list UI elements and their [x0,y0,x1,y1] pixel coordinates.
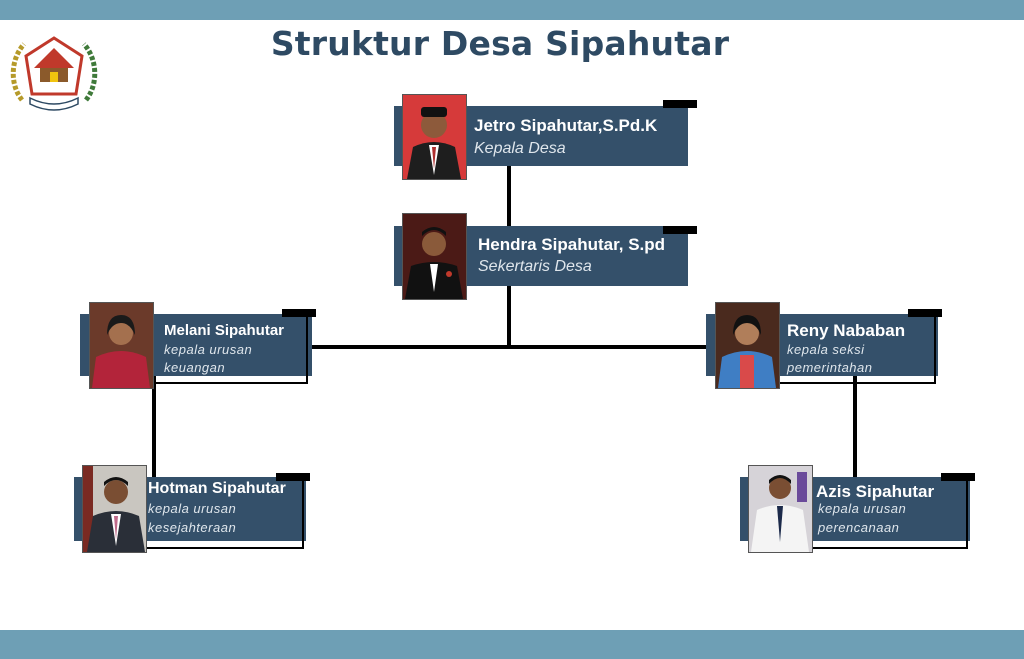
member-role-line1: kepala urusan [164,342,253,357]
member-card-kepala-urusan-keuangan[interactable]: Melani Sipahutar kepala urusan keuangan [80,302,320,390]
member-name: Hotman Sipahutar [148,480,286,497]
connector-right-down [853,376,857,479]
member-role-line2: perencanaan [818,520,900,535]
member-card-kepala-desa[interactable]: Jetro Sipahutar,S.Pd.K Kepala Desa [394,94,700,180]
member-card-kepala-urusan-perencanaan[interactable]: Azis Sipahutar kepala urusan perencanaan [740,465,980,555]
photo-kepala-urusan-keuangan [89,302,154,389]
regency-emblem-icon [8,30,100,114]
photo-kepala-urusan-perencanaan [748,465,813,553]
member-name: Azis Sipahutar [816,482,935,501]
connector-horizontal [312,345,712,349]
connector-kepala-sekretaris [507,166,511,228]
member-name: Reny Nababan [787,321,906,340]
page-title: Struktur Desa Sipahutar [270,24,730,63]
member-role-line1: kepala urusan [818,501,907,516]
member-role-line2: keuangan [164,360,226,375]
member-role-line1: kepala urusan [148,501,237,516]
member-name: Hendra Sipahutar, S.pd [478,235,666,254]
member-role-line2: kesejahteraan [148,520,237,535]
photo-kepala-desa [402,94,467,180]
top-band [0,0,1024,20]
bottom-band [0,630,1024,659]
photo-kepala-urusan-kesejahteraan [82,465,147,553]
connector-left-down [152,376,156,479]
member-name: Melani Sipahutar [164,322,285,339]
photo-kepala-seksi-pemerintahan [715,302,780,389]
member-role-line2: pemerintahan [787,360,873,375]
member-role-line1: kepala seksi [787,342,865,357]
member-name: Jetro Sipahutar,S.Pd.K [474,116,658,135]
member-card-kepala-seksi-pemerintahan[interactable]: Reny Nababan kepala seksi pemerintahan [706,302,946,390]
connector-sekretaris-down [507,286,511,349]
member-role: Sekertaris Desa [478,258,592,275]
photo-sekretaris-desa [402,213,467,300]
member-card-kepala-urusan-kesejahteraan[interactable]: Hotman Sipahutar kepala urusan kesejahte… [74,465,319,555]
member-card-sekretaris-desa[interactable]: Hendra Sipahutar, S.pd Sekertaris Desa [394,213,700,300]
member-role: Kepala Desa [474,140,566,157]
